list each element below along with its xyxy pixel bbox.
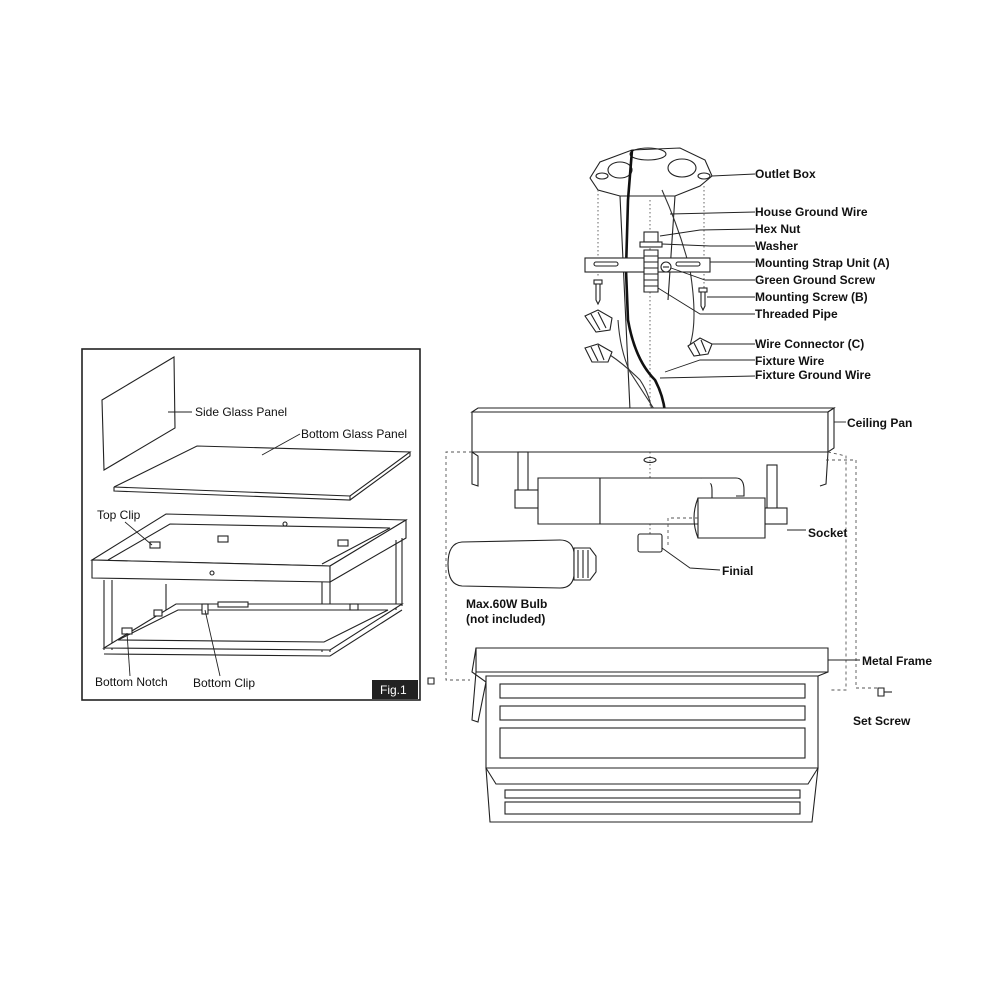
wire-connector-2 — [584, 343, 613, 363]
label-mounting-screw: Mounting Screw (B) — [755, 290, 868, 304]
inset-fig1: Side Glass Panel Bottom Glass Panel — [81, 348, 421, 701]
label-bottom-glass-panel: Bottom Glass Panel — [301, 427, 407, 441]
label-outlet-box: Outlet Box — [755, 167, 816, 181]
label-fixture-wire: Fixture Wire — [755, 354, 825, 368]
finial — [637, 533, 663, 553]
set-screw-right — [877, 687, 892, 697]
mounting-screw-right — [698, 287, 708, 312]
label-finial: Finial — [722, 564, 753, 578]
frame-guides — [445, 451, 880, 691]
socket — [693, 497, 766, 539]
metal-frame — [471, 647, 829, 823]
label-socket: Socket — [808, 526, 847, 540]
leader-finial — [661, 547, 721, 571]
label-fixture-ground-wire: Fixture Ground Wire — [755, 368, 871, 382]
label-washer: Washer — [755, 239, 798, 253]
label-ceiling-pan: Ceiling Pan — [847, 416, 912, 430]
label-bottom-clip: Bottom Clip — [193, 676, 255, 690]
inset-frame — [90, 513, 408, 657]
label-wire-connector: Wire Connector (C) — [755, 337, 864, 351]
label-fig1: Fig.1 — [380, 683, 407, 697]
label-metal-frame: Metal Frame — [862, 654, 932, 668]
label-side-glass-panel: Side Glass Panel — [195, 405, 287, 419]
leader-bottom-glass — [261, 433, 301, 456]
label-bulb-line1: Max.60W Bulb — [466, 597, 547, 611]
label-house-ground-wire: House Ground Wire — [755, 205, 868, 219]
mounting-screw-left — [593, 279, 603, 306]
label-top-clip: Top Clip — [97, 508, 141, 522]
label-hex-nut: Hex Nut — [755, 222, 800, 236]
threaded-pipe — [639, 231, 663, 293]
leader-lines-top — [657, 173, 756, 379]
fig-label-box — [372, 680, 418, 699]
label-bulb-line2: (not included) — [466, 612, 545, 626]
label-mounting-strap-unit: Mounting Strap Unit (A) — [755, 256, 890, 270]
set-screw-left — [427, 677, 435, 685]
socket-guide — [667, 517, 698, 548]
leader-bottom-clip — [204, 609, 221, 677]
bulb — [447, 539, 597, 589]
label-threaded-pipe: Threaded Pipe — [755, 307, 838, 321]
label-set-screw: Set Screw — [853, 714, 911, 728]
callouts-top: Outlet Box House Ground Wire Hex Nut Was… — [755, 167, 890, 382]
wire-connector-1 — [584, 309, 613, 333]
green-ground-screw — [660, 261, 672, 273]
label-green-ground-screw: Green Ground Screw — [755, 273, 876, 287]
leader-bottom-notch — [126, 632, 131, 677]
label-bottom-notch: Bottom Notch — [95, 675, 168, 689]
side-glass-panel — [101, 356, 176, 471]
house-wires — [609, 149, 695, 413]
wire-connector-3 — [687, 337, 713, 357]
leader-top-clip — [124, 521, 153, 546]
